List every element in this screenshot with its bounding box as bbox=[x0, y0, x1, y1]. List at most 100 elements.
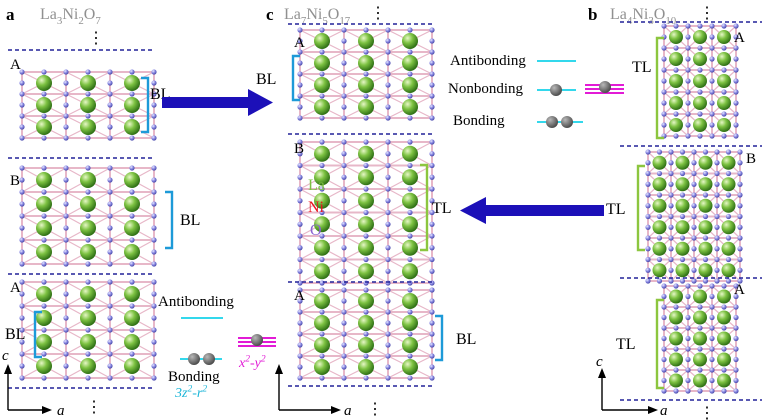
axis-c-label: c bbox=[2, 348, 9, 364]
oxygen-atom bbox=[429, 198, 435, 204]
oxygen-atom bbox=[385, 38, 391, 44]
la-atom bbox=[402, 293, 418, 309]
la-atom bbox=[675, 241, 690, 256]
oxygen-atom bbox=[679, 235, 686, 241]
oxygen-atom bbox=[19, 189, 25, 195]
oxygen-atom bbox=[341, 364, 347, 370]
la-atom bbox=[721, 241, 736, 256]
la-atom bbox=[717, 74, 731, 88]
oxygen-atom bbox=[697, 325, 703, 331]
oxygen-atom bbox=[385, 309, 391, 315]
oxygen-atom bbox=[19, 303, 25, 309]
bracket-label: BL bbox=[256, 71, 276, 88]
oxygen-atom bbox=[63, 375, 69, 381]
tl-bracket bbox=[655, 298, 664, 390]
la-atom bbox=[314, 359, 330, 375]
oxygen-atom bbox=[107, 177, 113, 183]
oxygen-atom bbox=[341, 331, 347, 337]
oxygen-atom bbox=[341, 320, 347, 326]
oxygen-atom bbox=[737, 246, 743, 252]
oxygen-atom bbox=[733, 89, 739, 95]
oxygen-atom bbox=[714, 224, 720, 230]
oxygen-atom bbox=[685, 388, 691, 394]
bonding-label: Bonding bbox=[168, 369, 220, 385]
la-atom bbox=[402, 169, 418, 186]
oxygen-atom bbox=[709, 78, 715, 84]
oxygen-atom bbox=[429, 221, 435, 227]
oxygen-atom bbox=[19, 177, 25, 183]
oxygen-atom bbox=[319, 309, 325, 315]
la-atom bbox=[698, 220, 713, 235]
oxygen-atom bbox=[429, 104, 435, 110]
oxygen-atom bbox=[429, 38, 435, 44]
oxygen-atom bbox=[691, 224, 697, 230]
oxygen-atom bbox=[733, 314, 739, 321]
oxygen-atom bbox=[319, 233, 325, 239]
la-atom bbox=[402, 263, 418, 280]
oxygen-atom bbox=[297, 71, 303, 77]
la-atom bbox=[314, 263, 330, 280]
oxygen-atom bbox=[429, 60, 435, 66]
oxygen-atom bbox=[685, 100, 691, 106]
oxygen-atom bbox=[407, 331, 413, 337]
la-atom bbox=[358, 293, 374, 309]
oxygen-atom bbox=[319, 27, 325, 33]
oxygen-atom bbox=[385, 375, 391, 381]
oxygen-atom bbox=[685, 367, 691, 373]
oxygen-atom bbox=[319, 375, 325, 381]
oxygen-atom bbox=[319, 256, 325, 263]
oxygen-atom bbox=[673, 23, 679, 29]
oxygen-atom bbox=[297, 82, 303, 88]
oxygen-atom bbox=[429, 353, 435, 359]
ellipsis-a-bottom: ⋮ bbox=[86, 399, 102, 416]
la-atom bbox=[402, 145, 418, 162]
oxygen-atom bbox=[385, 151, 391, 157]
oxygen-atom bbox=[341, 93, 347, 99]
oxygen-atom bbox=[385, 364, 391, 370]
oxygen-atom bbox=[319, 280, 325, 286]
oxygen-atom bbox=[85, 303, 91, 309]
oxygen-atom bbox=[41, 113, 47, 119]
oxygen-atom bbox=[685, 45, 691, 51]
oxygen-atom bbox=[41, 279, 47, 285]
oxygen-atom bbox=[151, 303, 157, 309]
oxygen-atom bbox=[407, 139, 413, 145]
oxygen-atom bbox=[341, 60, 347, 66]
oxygen-atom bbox=[661, 346, 667, 352]
oxygen-atom bbox=[341, 27, 347, 33]
la-atom bbox=[652, 155, 667, 170]
oxygen-atom bbox=[429, 364, 435, 370]
oxygen-atom bbox=[319, 287, 325, 293]
oxygen-atom bbox=[151, 80, 157, 86]
oxygen-atom bbox=[661, 23, 667, 29]
oxygen-atom bbox=[63, 113, 69, 119]
oxygen-atom bbox=[19, 225, 25, 231]
bracket-label: TL bbox=[616, 336, 636, 353]
oxygen-atom bbox=[319, 209, 325, 216]
la-atom bbox=[669, 289, 683, 304]
oxygen-atom bbox=[709, 388, 715, 394]
oxygen-atom bbox=[661, 304, 667, 310]
oxygen-atom bbox=[341, 151, 347, 157]
oxygen-atom bbox=[429, 209, 435, 216]
oxygen-atom bbox=[685, 283, 691, 289]
oxygen-atom bbox=[385, 256, 391, 263]
oxygen-atom bbox=[363, 71, 369, 77]
oxygen-atom bbox=[151, 279, 157, 285]
oxygen-atom bbox=[129, 261, 135, 267]
la-atom bbox=[675, 220, 690, 235]
oxygen-atom bbox=[661, 377, 667, 384]
oxygen-atom bbox=[407, 375, 413, 381]
oxygen-atom bbox=[645, 246, 651, 252]
oxygen-atom bbox=[429, 268, 435, 274]
oxygen-atom bbox=[725, 213, 732, 220]
oxygen-atom bbox=[319, 115, 325, 121]
oxygen-atom bbox=[429, 162, 435, 169]
la-atom bbox=[124, 358, 140, 374]
oxygen-atom bbox=[407, 209, 413, 216]
oxygen-atom bbox=[733, 283, 739, 289]
oxygen-atom bbox=[151, 189, 157, 195]
la-atom bbox=[402, 239, 418, 256]
oxygen-atom bbox=[721, 388, 727, 394]
oxygen-atom bbox=[41, 303, 47, 309]
